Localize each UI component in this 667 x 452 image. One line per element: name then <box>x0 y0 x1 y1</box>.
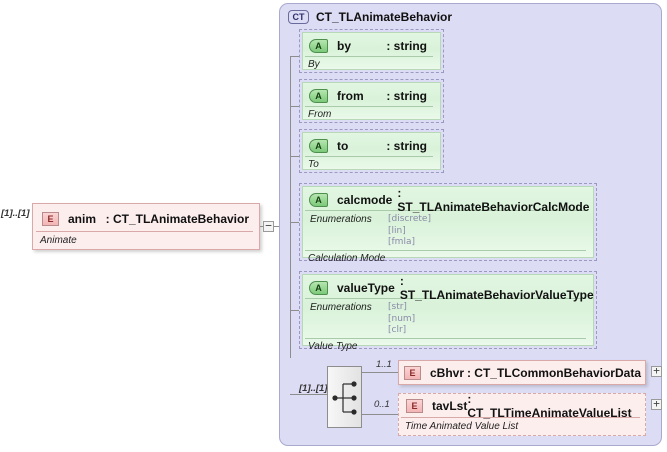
attribute-type: : string <box>386 88 427 103</box>
tavlst-cardinality-label: 0..1 <box>374 399 390 410</box>
attribute-annotation: Value Type <box>308 340 358 352</box>
attribute-header: A to : string <box>305 135 433 157</box>
enumerations-values: [discrete] [lin] [fmla] <box>388 214 431 247</box>
attribute-box-by[interactable]: A by : string By <box>299 29 444 73</box>
attribute-type: : string <box>386 138 427 153</box>
cbhvr-cardinality-label: 1..1 <box>376 359 392 370</box>
element-badge-icon: E <box>404 365 421 380</box>
attribute-name: calcmode <box>337 192 393 207</box>
attribute-name: from <box>337 88 364 103</box>
expand-toggle-tavlst[interactable]: + <box>651 398 662 410</box>
root-cardinality-label: [1]..[1] <box>1 208 30 219</box>
expand-toggle-cbhvr[interactable]: + <box>651 365 662 377</box>
connector-line <box>362 414 398 415</box>
attribute-header: A from : string <box>305 85 433 107</box>
enumerations-values: [str] [num] [clr] <box>388 302 416 335</box>
attribute-badge-icon: A <box>309 192 328 207</box>
element-type: : CT_TLTimeAnimateValueList <box>467 392 632 420</box>
attribute-annotation: By <box>308 59 320 70</box>
complextype-title-row: CT CT_TLAnimateBehavior <box>288 10 452 24</box>
element-box-cbhvr[interactable]: E cBhvr : CT_TLCommonBehaviorData <box>398 360 646 385</box>
element-badge-icon: E <box>42 212 59 226</box>
attribute-header: A by : string <box>305 35 433 57</box>
element-type: : CT_TLCommonBehaviorData <box>466 365 641 380</box>
attribute-badge-icon: A <box>309 88 328 103</box>
attribute-type: : string <box>386 38 427 53</box>
complextype-badge-icon: CT <box>288 10 309 24</box>
element-header: E tavLst : CT_TLTimeAnimateValueList <box>401 392 640 420</box>
attribute-connector-stub <box>290 56 299 57</box>
element-header: E anim : CT_TLAnimateBehavior <box>36 207 253 232</box>
element-name: tavLst <box>432 399 468 413</box>
attribute-type: : ST_TLAnimateBehaviorValueType <box>399 273 594 302</box>
attribute-name: by <box>337 38 352 53</box>
attribute-annotation: Calculation Mode <box>308 252 386 264</box>
attribute-connector-stub <box>290 156 299 157</box>
connector-line <box>260 226 264 227</box>
element-header: E cBhvr : CT_TLCommonBehaviorData <box>399 361 645 384</box>
sequence-connector-stub <box>290 394 327 395</box>
attribute-header: A valueType : ST_TLAnimateBehaviorValueT… <box>305 274 594 302</box>
element-annotation: Animate <box>40 235 77 246</box>
attribute-box-from[interactable]: A from : string From <box>299 79 444 123</box>
attribute-annotation: To <box>308 159 319 170</box>
attribute-name: valueType <box>337 280 395 295</box>
element-box-tavlst[interactable]: E tavLst : CT_TLTimeAnimateValueList Tim… <box>398 392 646 436</box>
attribute-badge-icon: A <box>309 280 328 295</box>
attribute-annotation: From <box>308 109 332 120</box>
sequence-compositor-icon[interactable] <box>327 366 362 428</box>
attribute-type: : ST_TLAnimateBehaviorCalcMode <box>397 185 590 214</box>
connector-line <box>362 372 398 373</box>
attribute-box-calcmode[interactable]: A calcmode : ST_TLAnimateBehaviorCalcMod… <box>299 183 597 264</box>
element-badge-icon: E <box>406 399 423 413</box>
attribute-connector-stub <box>290 310 299 311</box>
complextype-title: CT_TLAnimateBehavior <box>316 10 453 24</box>
element-annotation: Time Animated Value List <box>405 421 519 432</box>
attribute-badge-icon: A <box>309 38 328 53</box>
element-type: : CT_TLAnimateBehavior <box>105 212 249 226</box>
expand-collapse-toggle-anim[interactable]: − <box>263 220 274 232</box>
attribute-box-to[interactable]: A to : string To <box>299 129 444 173</box>
attribute-connector-stub <box>290 222 299 223</box>
attribute-connector-stub <box>290 106 299 107</box>
element-name: anim <box>68 212 97 226</box>
enumerations-label: Enumerations <box>310 302 372 313</box>
attribute-badge-icon: A <box>309 138 328 153</box>
attribute-enumerations-row: Enumerations [str] [num] [clr] <box>305 299 586 339</box>
attribute-connector-spine <box>290 56 291 358</box>
attribute-box-valuetype[interactable]: A valueType : ST_TLAnimateBehaviorValueT… <box>299 271 597 352</box>
element-box-anim[interactable]: E anim : CT_TLAnimateBehavior Animate <box>32 203 260 250</box>
sequence-cardinality-label: [1]..[1] <box>299 383 328 394</box>
attribute-name: to <box>337 138 349 153</box>
element-name: cBhvr <box>430 365 465 380</box>
enumerations-label: Enumerations <box>310 214 372 225</box>
attribute-enumerations-row: Enumerations [discrete] [lin] [fmla] <box>305 211 586 251</box>
attribute-header: A calcmode : ST_TLAnimateBehaviorCalcMod… <box>305 185 590 214</box>
